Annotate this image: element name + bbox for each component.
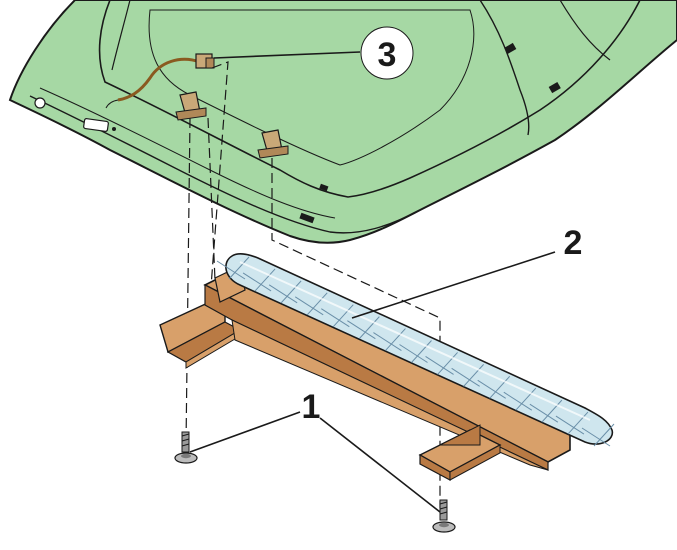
trunk-lid-panel <box>8 0 677 244</box>
lens <box>216 253 615 447</box>
lens-grid-line <box>347 320 376 340</box>
screw-left <box>174 431 198 464</box>
wire-harness <box>105 53 215 109</box>
callout-2-number: 2 <box>564 224 583 262</box>
panel-inner-recess <box>98 0 641 198</box>
light-housing <box>203 265 571 471</box>
brake-light-assembly <box>159 253 615 481</box>
lens-grid-line <box>385 328 406 351</box>
lens-grid-line <box>228 256 250 280</box>
lock-pin <box>112 127 116 131</box>
callout-3-badge <box>360 26 414 80</box>
guide-connector <box>209 61 229 301</box>
lens-grid-line <box>477 379 506 399</box>
lens-grid-line <box>358 316 380 339</box>
mount-clip-left <box>175 91 207 121</box>
leader-1a <box>189 411 301 453</box>
callout-1-number: 1 <box>302 388 321 426</box>
leader-lines <box>189 51 556 513</box>
lens-grid-line <box>555 415 585 435</box>
lens-grid-line <box>581 427 611 447</box>
panel-slot-low-2 <box>319 183 329 192</box>
lens-grid-line <box>332 304 354 328</box>
lock-slot <box>83 118 109 132</box>
lens-grid-line <box>529 403 559 423</box>
lens-grid-line <box>280 280 302 304</box>
mount-clip-right <box>257 129 289 159</box>
lens-grid-line <box>294 296 324 316</box>
lens-grid-line <box>515 387 537 411</box>
panel-slot-right <box>504 42 517 54</box>
bracket-right <box>418 424 502 481</box>
guide-left-screw <box>185 117 191 446</box>
lens-outline <box>225 253 614 445</box>
panel-outline <box>8 0 677 244</box>
lens-grid-line <box>567 411 589 435</box>
connector <box>195 53 215 69</box>
screw-right <box>432 499 456 533</box>
panel-hole <box>34 97 46 109</box>
lens-grid-line <box>541 399 563 423</box>
lens-grid-line <box>425 356 454 375</box>
guide-left-bracket <box>207 117 216 281</box>
lens-grid-line <box>411 340 432 363</box>
panel-slot-low <box>299 212 315 224</box>
callout-2: 2 <box>564 224 583 262</box>
lens-grid-line <box>489 375 511 399</box>
lens-grid-line <box>437 352 458 375</box>
lens-grid-line <box>216 260 246 280</box>
lens-grid-line <box>254 268 276 292</box>
panel-right-rib <box>479 0 530 136</box>
lens-grid-line <box>451 367 480 387</box>
lens-grid-line <box>399 344 428 363</box>
bracket-left <box>159 293 242 369</box>
leader-2 <box>351 251 556 319</box>
lens-grid-line <box>268 284 298 304</box>
wire <box>117 57 201 102</box>
lens-grid-line <box>503 391 533 411</box>
callout-3: 3 <box>360 26 414 80</box>
lens-grid-line <box>593 423 615 447</box>
lens-grid-line <box>321 308 350 328</box>
lens-grid-line <box>373 332 402 351</box>
lens-grid <box>216 256 615 447</box>
callout-1: 1 <box>302 388 321 426</box>
callout-3-number: 3 <box>378 36 397 74</box>
leader-1b <box>319 417 441 513</box>
panel-right-rib-2 <box>559 0 611 61</box>
leader-3 <box>213 51 361 59</box>
panel-slot-right-2 <box>548 82 561 94</box>
lens-grid-line <box>463 364 485 387</box>
panel-window-frame <box>148 9 475 166</box>
panel-top-rib <box>111 0 131 71</box>
lens-grid-line <box>242 272 272 292</box>
lens-grid-line <box>306 292 328 316</box>
